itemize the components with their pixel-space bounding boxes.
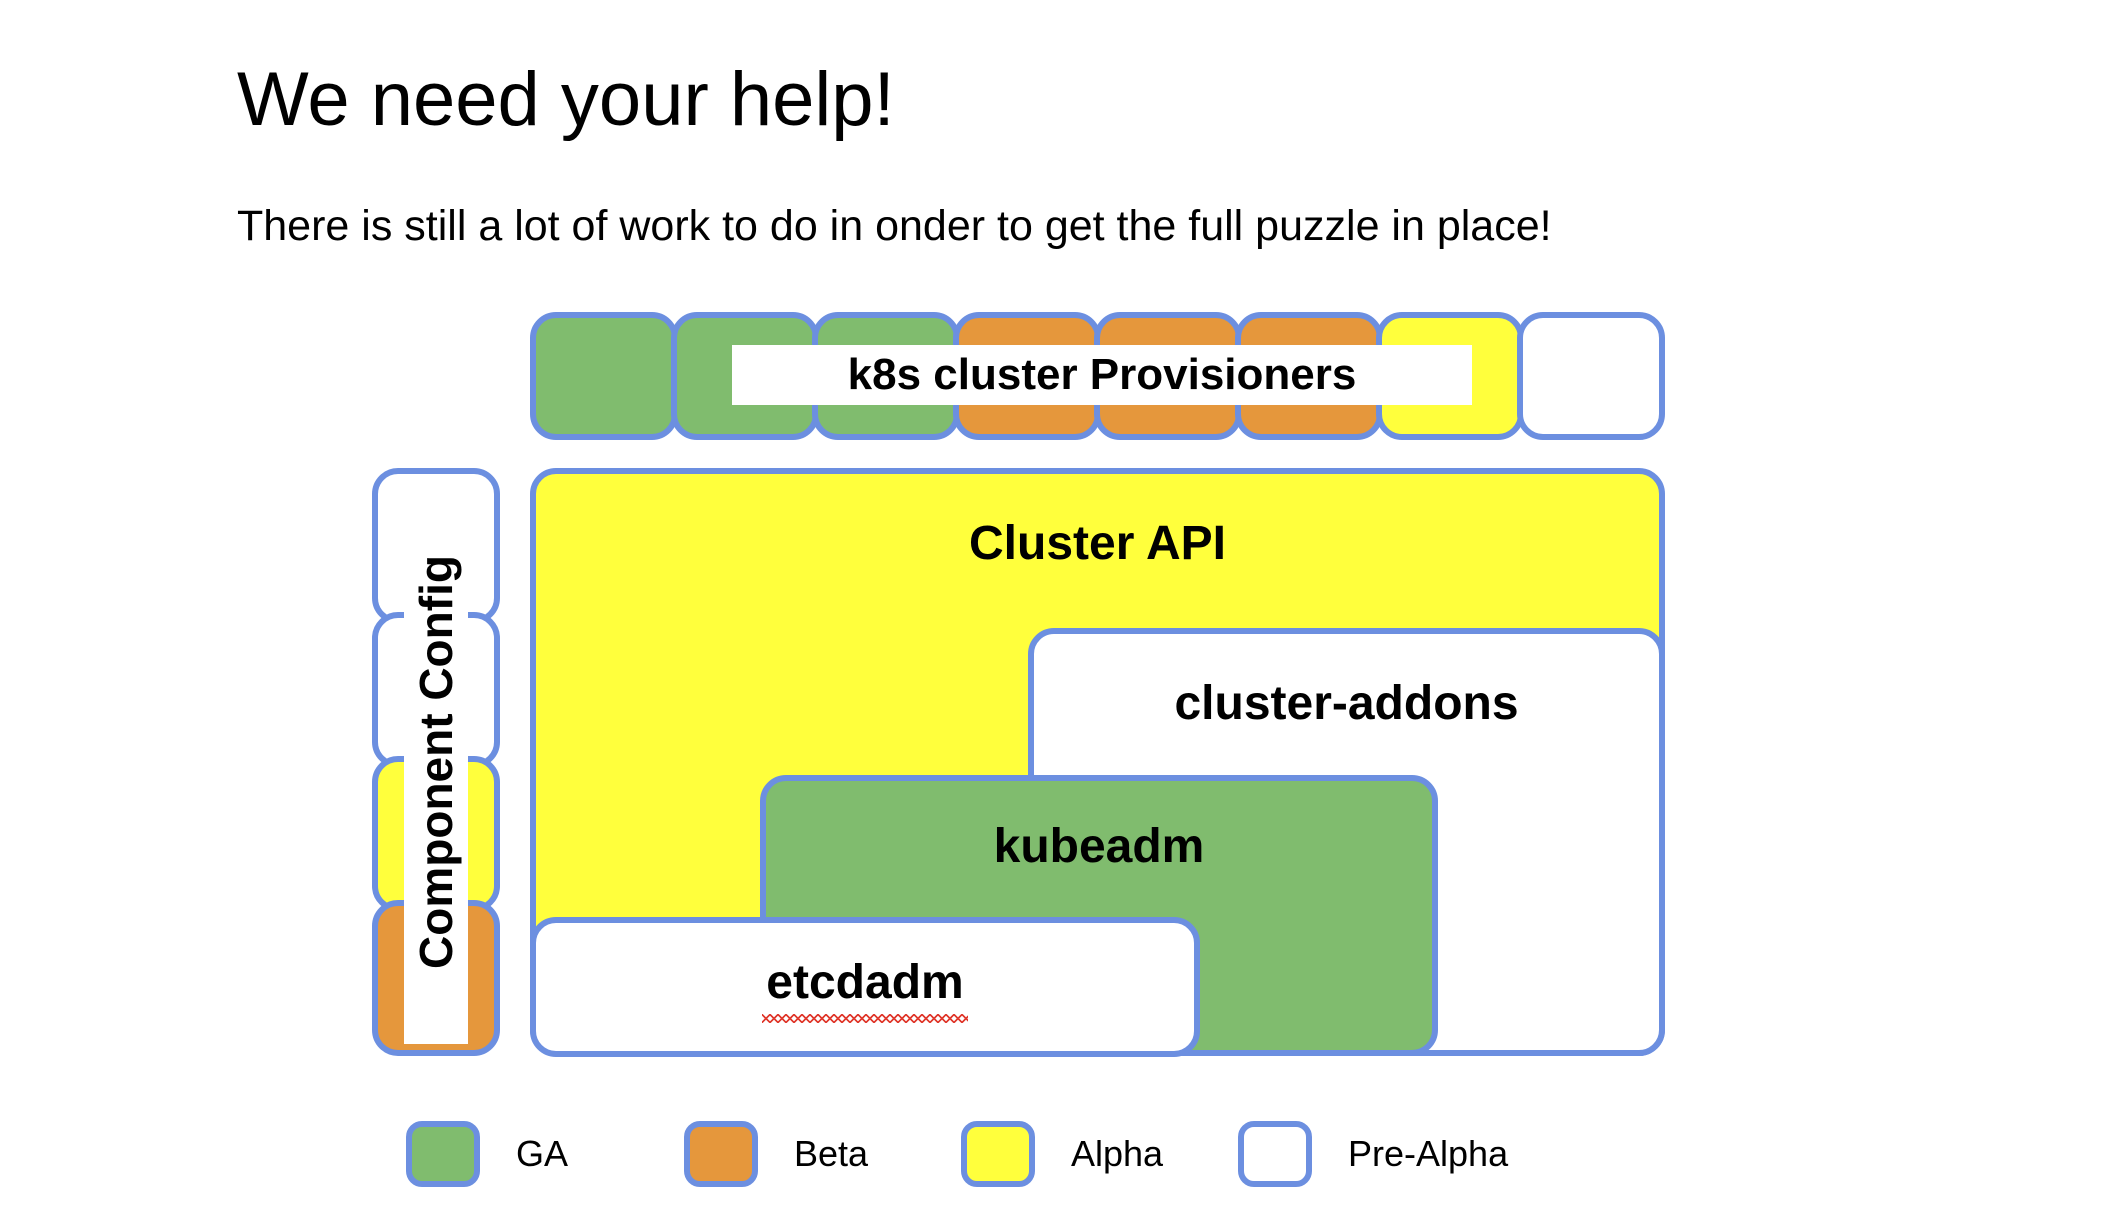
page-title: We need your help! — [237, 56, 895, 142]
provisioner-row-label: k8s cluster Provisioners — [847, 350, 1357, 399]
legend-item-ga: GA — [406, 1118, 568, 1190]
legend-swatch-pre-alpha-icon — [1238, 1121, 1312, 1187]
legend-label-beta: Beta — [794, 1133, 869, 1174]
legend-item-pre-alpha: Pre-Alpha — [1238, 1118, 1508, 1190]
legend-label-alpha: Alpha — [1071, 1133, 1164, 1174]
spellcheck-squiggle-icon — [762, 1014, 968, 1023]
etcdadm-label-inner: etcdadm — [762, 955, 968, 1023]
kubeadm-label: kubeadm — [993, 820, 1205, 873]
etcdadm-label-wrap: etcdadm — [536, 955, 1194, 1023]
provisioner-cell-1[interactable] — [530, 312, 678, 440]
cluster-addons-label: cluster-addons — [1174, 677, 1519, 730]
legend-swatch-ga-icon — [406, 1121, 480, 1187]
provisioner-cell-8[interactable] — [1517, 312, 1665, 440]
legend: GA Beta Alpha Pre-Alpha — [406, 1118, 1706, 1190]
page-subtitle: There is still a lot of work to do in on… — [237, 202, 1552, 250]
legend-item-alpha: Alpha — [961, 1118, 1163, 1190]
legend-label-pre-alpha: Pre-Alpha — [1348, 1133, 1509, 1174]
legend-swatch-beta-icon — [684, 1121, 758, 1187]
etcdadm-box[interactable]: etcdadm — [530, 917, 1200, 1057]
component-config-label: Component Config — [410, 555, 463, 969]
provisioner-row — [530, 312, 1665, 440]
provisioner-row-label-plate: k8s cluster Provisioners — [732, 345, 1472, 405]
component-config-label-plate: Component Config — [404, 480, 468, 1044]
legend-label-ga: GA — [516, 1133, 569, 1174]
legend-item-beta: Beta — [684, 1118, 868, 1190]
cluster-api-label: Cluster API — [969, 517, 1226, 570]
etcdadm-label: etcdadm — [766, 956, 964, 1009]
legend-swatch-alpha-icon — [961, 1121, 1035, 1187]
